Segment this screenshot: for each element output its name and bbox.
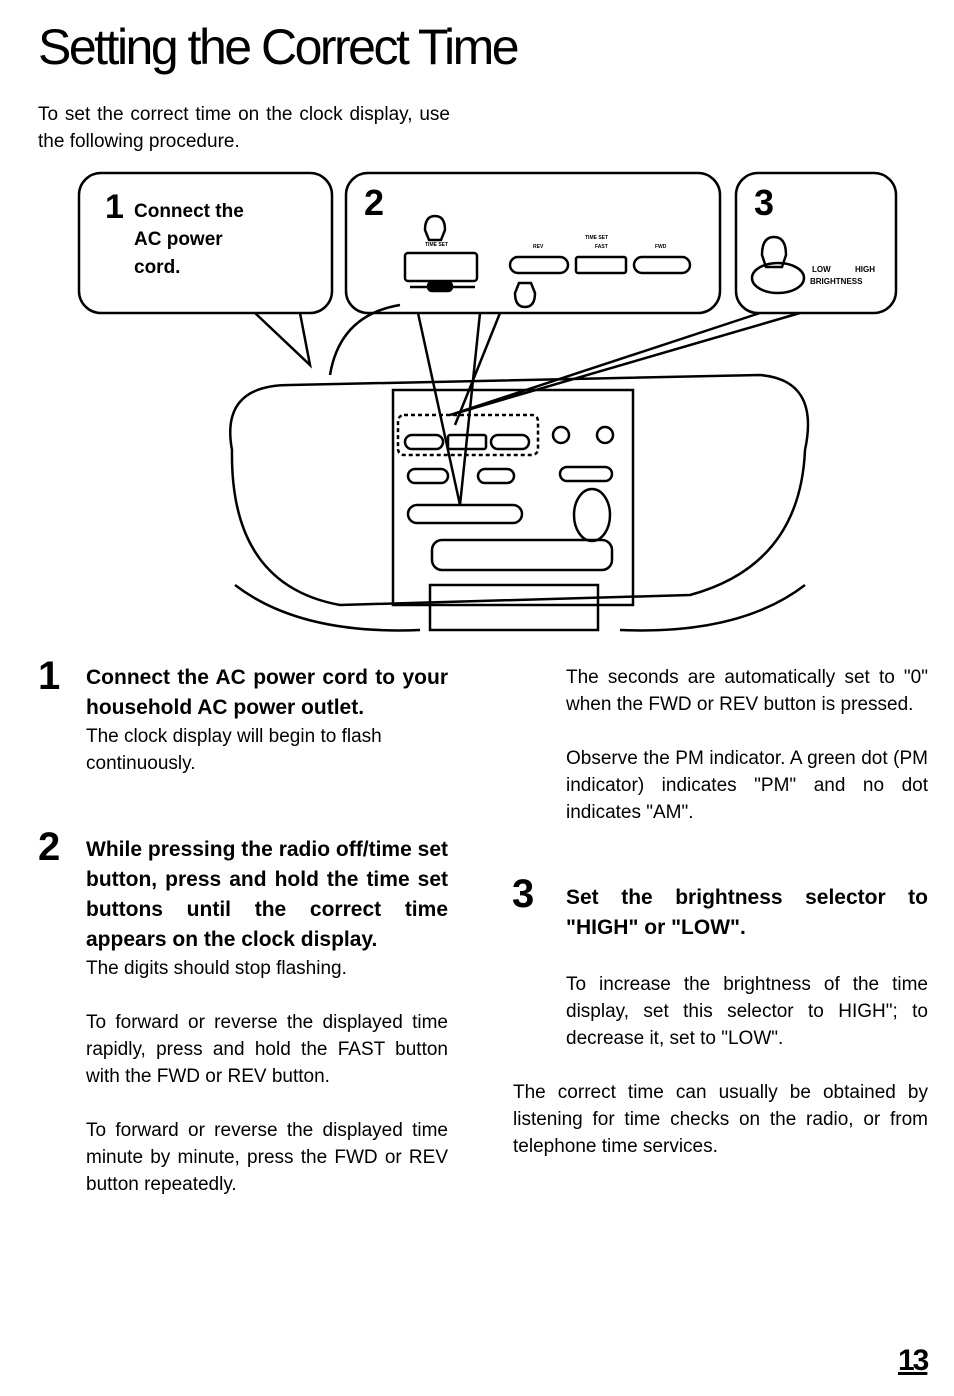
time-set-label: TIME SET — [585, 235, 609, 241]
rev-button-illustration — [508, 255, 570, 275]
time-set-label: TIME SET — [425, 242, 449, 248]
time-set-button-illustration — [403, 251, 479, 283]
step-text: To forward or reverse the displayed time… — [86, 1012, 448, 1087]
boombox-diagram — [77, 171, 898, 632]
boombox-body — [229, 373, 810, 607]
callout-pointer-2 — [416, 312, 502, 506]
step-text: The seconds are automatically set to "0"… — [566, 667, 928, 715]
hand-pointer-icon — [513, 281, 537, 309]
fwd-button-illustration — [632, 255, 692, 275]
brightness-selector-illustration — [750, 261, 806, 295]
step-text: The clock display will begin to flash co… — [86, 726, 382, 774]
brightness-label: BRIGHTNESS — [810, 277, 863, 286]
high-label: HIGH — [855, 265, 875, 274]
step-text: To increase the brightness of the time d… — [566, 974, 928, 1049]
panel-1-number: 1 — [105, 188, 124, 226]
page-title: Setting the Correct Time — [38, 19, 520, 75]
callout-panel-2 — [344, 171, 722, 315]
step-heading: Set the brightness selector to "HIGH" or… — [566, 886, 928, 939]
cassette-door — [430, 538, 614, 572]
handle-base — [428, 583, 600, 632]
step-number: 2 — [38, 825, 61, 869]
step-number: 1 — [38, 654, 61, 698]
step-number: 3 — [512, 872, 535, 916]
hand-pointer-icon — [760, 235, 788, 269]
callout-panel-3 — [734, 171, 898, 315]
fwd-label: FWD — [655, 244, 667, 250]
control-panel — [391, 388, 635, 607]
panel-3-number: 3 — [754, 182, 775, 223]
fast-button-illustration — [574, 255, 628, 275]
fast-label: FAST — [595, 244, 608, 250]
step-2: While pressing the radio off/time set bu… — [86, 835, 448, 1198]
step-2-continued: The seconds are automatically set to "0"… — [566, 664, 928, 826]
page-number: 13 — [898, 1344, 929, 1377]
panel-1-text: Connect the AC power cord. — [134, 201, 244, 278]
step-3: Set the brightness selector to "HIGH" or… — [566, 883, 928, 1052]
step-heading: While pressing the radio off/time set bu… — [86, 838, 448, 951]
step-heading: Connect the AC power cord to your househ… — [86, 666, 448, 719]
step-1: Connect the AC power cord to your househ… — [86, 663, 448, 777]
hand-pointer-icon — [423, 214, 447, 242]
callout-panel-1 — [77, 171, 334, 315]
callout-pointer-1 — [254, 312, 312, 369]
panel-2-number: 2 — [364, 182, 385, 223]
rev-label: REV — [533, 244, 544, 250]
step-text: To forward or reverse the displayed time… — [86, 1120, 448, 1195]
step-text: Observe the PM indicator. A green dot (P… — [566, 748, 928, 823]
closing-text: The correct time can usually be obtained… — [513, 1082, 928, 1157]
step-text: The digits should stop flashing. — [86, 958, 347, 979]
callout-pointer-3 — [449, 311, 801, 417]
intro-text: To set the correct time on the clock dis… — [38, 104, 450, 152]
low-label: LOW — [812, 265, 831, 274]
